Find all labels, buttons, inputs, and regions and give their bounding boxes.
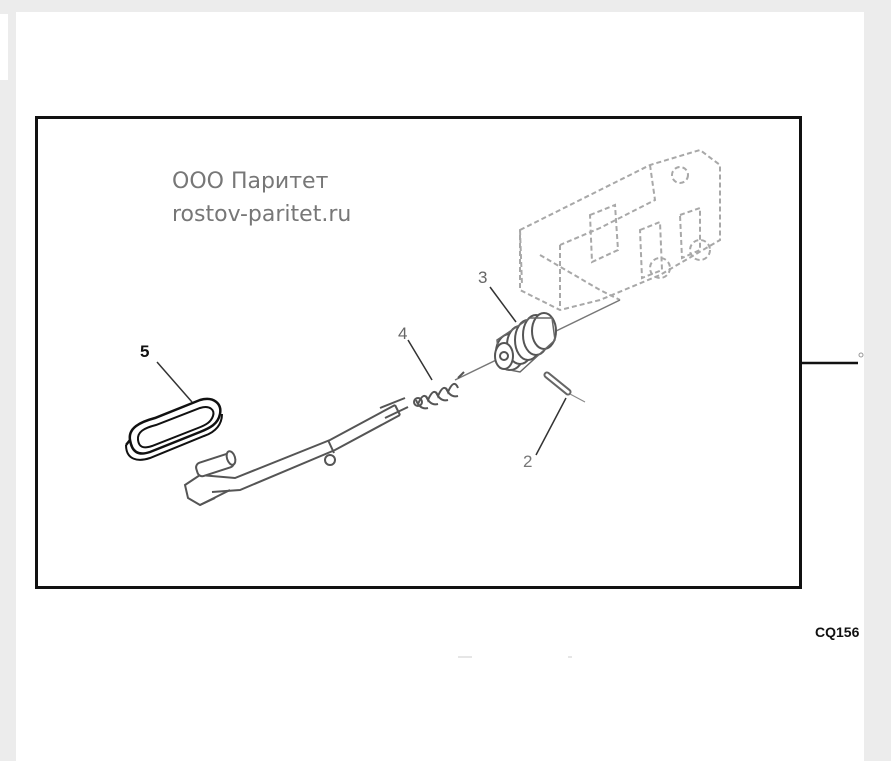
callout-5: 5 [140, 342, 150, 361]
page-sheet [16, 12, 864, 761]
callout-3: 3 [478, 268, 488, 287]
callout-leaders [156, 286, 567, 456]
belt-part-5 [125, 397, 223, 461]
diagram-frame [35, 116, 802, 589]
spring-part-4 [413, 371, 465, 410]
rod-part-1 [183, 397, 409, 507]
leader-2 [535, 397, 567, 456]
watermark-company: ООО Паритет [172, 169, 329, 194]
leader-3 [489, 286, 517, 323]
pin-part-2 [543, 371, 572, 396]
rod-end-grip [195, 450, 237, 478]
worm-gear-part-3 [494, 312, 557, 373]
callout-2: 2 [523, 452, 533, 471]
frame-right-leader-end [858, 352, 864, 358]
housing-ghost-part [519, 148, 721, 312]
watermark-website: rostov-paritet.ru [172, 202, 352, 227]
left-edge-strip [0, 14, 8, 80]
figure-code: CQ156 [815, 624, 860, 640]
callout-4: 4 [398, 324, 408, 343]
leader-4 [407, 339, 433, 381]
pin-axis-line [569, 393, 586, 403]
watermark: ООО Паритет rostov-paritet.ru [172, 165, 351, 231]
leader-5 [156, 361, 193, 403]
